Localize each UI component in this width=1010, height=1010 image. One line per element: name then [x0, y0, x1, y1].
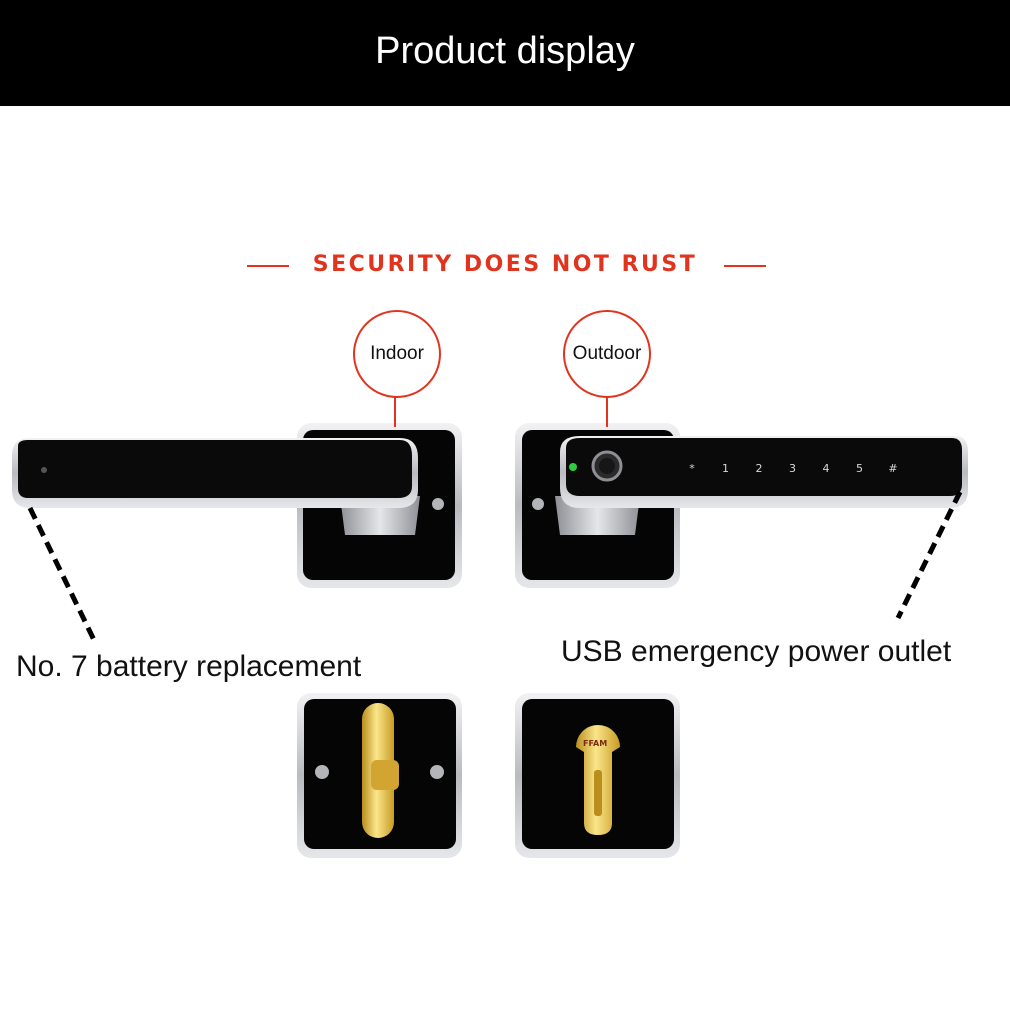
outdoor-lever	[560, 436, 968, 508]
keypad: * 1 2 3 4 5 #	[689, 462, 897, 475]
keypad-key: 2	[756, 462, 763, 475]
battery-callout-line	[27, 506, 97, 642]
tagline: SECURITY DOES NOT RUST	[312, 252, 698, 277]
screw-icon	[430, 765, 444, 779]
cylinder-marking: FFAM	[583, 739, 608, 748]
indoor-label: Indoor	[370, 343, 424, 364]
screw-icon	[432, 498, 444, 510]
outdoor-callout-stem	[606, 397, 608, 427]
outdoor-backplate	[515, 693, 680, 858]
usb-callout-line	[895, 490, 963, 620]
status-led-icon	[569, 463, 577, 471]
indoor-backplate	[297, 693, 462, 858]
header-banner: Product display	[0, 0, 1010, 106]
outdoor-callout: Outdoor	[563, 310, 651, 398]
screw-icon	[532, 498, 544, 510]
keypad-key: #	[888, 462, 897, 475]
indoor-callout-stem	[394, 397, 396, 427]
tagline-left-rule	[247, 265, 289, 267]
banner-title: Product display	[375, 30, 635, 72]
tagline-right-rule	[724, 265, 766, 267]
keypad-key: 3	[789, 462, 796, 475]
keypad-key: 5	[856, 462, 863, 475]
outdoor-label: Outdoor	[572, 343, 642, 364]
indoor-callout: Indoor	[353, 310, 441, 398]
indoor-indicator-dot	[41, 467, 47, 473]
usb-label: USB emergency power outlet	[561, 635, 952, 668]
keypad-key: 4	[823, 462, 830, 475]
indoor-lever	[12, 438, 418, 508]
battery-label: No. 7 battery replacement	[16, 650, 362, 683]
keypad-key: 1	[722, 462, 729, 475]
screw-icon	[315, 765, 329, 779]
keypad-key: *	[689, 462, 695, 475]
